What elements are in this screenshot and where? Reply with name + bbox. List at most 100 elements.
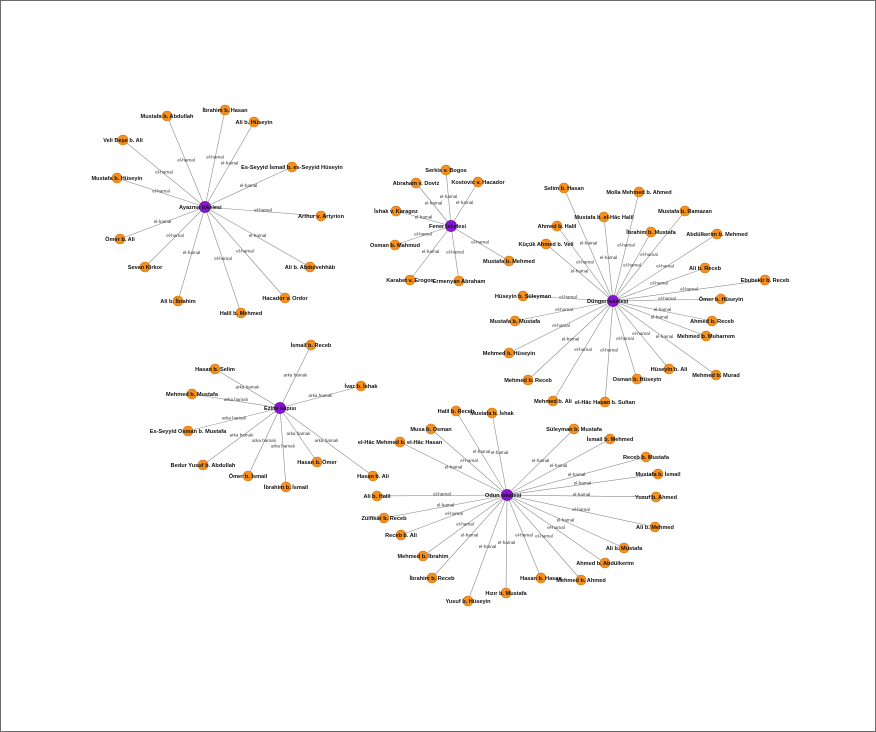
person-node[interactable]	[558, 182, 570, 194]
person-node-label: Ahmed b. Receb	[690, 319, 734, 325]
person-node[interactable]	[209, 363, 221, 375]
person-node[interactable]	[139, 261, 151, 273]
person-node[interactable]	[540, 238, 552, 250]
person-node[interactable]	[715, 293, 727, 305]
person-node[interactable]	[114, 233, 126, 245]
person-node-label: Mehmed b. Mustafa	[166, 392, 219, 398]
person-node[interactable]	[117, 134, 129, 146]
edge	[279, 407, 287, 488]
person-node[interactable]	[390, 205, 402, 217]
person-node[interactable]	[235, 307, 247, 319]
person-node[interactable]	[248, 116, 260, 128]
person-node[interactable]	[547, 395, 559, 407]
person-node[interactable]	[711, 228, 723, 240]
edge-label: arka hamalı	[283, 373, 307, 378]
person-node[interactable]	[535, 572, 547, 584]
edge	[204, 206, 322, 217]
edge-label: el-hamal	[559, 295, 577, 300]
person-node-label: Selim b. Hasan	[544, 186, 584, 192]
person-node[interactable]	[371, 490, 383, 502]
person-node[interactable]	[394, 436, 406, 448]
person-node[interactable]	[503, 255, 515, 267]
person-node[interactable]	[395, 529, 407, 541]
person-node[interactable]	[425, 423, 437, 435]
person-node[interactable]	[663, 363, 675, 375]
person-node[interactable]	[575, 574, 587, 586]
person-node[interactable]	[453, 275, 465, 287]
person-node[interactable]	[280, 481, 292, 493]
person-node[interactable]	[410, 177, 422, 189]
person-node[interactable]	[599, 396, 611, 408]
edge-label: el-hamal	[236, 249, 254, 254]
person-node[interactable]	[219, 104, 231, 116]
location-hub-node[interactable]	[607, 295, 619, 307]
person-node[interactable]	[503, 347, 515, 359]
edge	[505, 494, 508, 594]
person-node[interactable]	[710, 369, 722, 381]
location-hub-node[interactable]	[445, 220, 457, 232]
person-node[interactable]	[679, 205, 691, 217]
person-node[interactable]	[311, 456, 323, 468]
location-hub-node[interactable]	[274, 402, 286, 414]
person-node[interactable]	[389, 239, 401, 251]
edge-label: el-hamal	[547, 525, 565, 530]
person-node[interactable]	[279, 292, 291, 304]
person-node[interactable]	[509, 315, 521, 327]
person-node[interactable]	[599, 557, 611, 569]
person-node[interactable]	[759, 274, 771, 286]
person-node[interactable]	[706, 315, 718, 327]
person-node[interactable]	[286, 161, 298, 173]
edge	[467, 494, 508, 602]
edge	[506, 438, 611, 496]
person-node[interactable]	[197, 459, 209, 471]
person-node[interactable]	[172, 295, 184, 307]
person-node[interactable]	[650, 491, 662, 503]
person-node[interactable]	[649, 521, 661, 533]
person-node[interactable]	[450, 405, 462, 417]
location-hub-node[interactable]	[199, 201, 211, 213]
person-node[interactable]	[472, 176, 484, 188]
person-node[interactable]	[186, 388, 198, 400]
person-node[interactable]	[417, 550, 429, 562]
person-node[interactable]	[522, 374, 534, 386]
person-node[interactable]	[633, 186, 645, 198]
person-node[interactable]	[604, 433, 616, 445]
location-hub-node[interactable]	[501, 489, 513, 501]
person-node[interactable]	[305, 339, 317, 351]
person-node[interactable]	[304, 261, 316, 273]
person-node[interactable]	[111, 172, 123, 184]
person-node[interactable]	[486, 407, 498, 419]
person-node[interactable]	[551, 220, 563, 232]
person-node[interactable]	[404, 274, 416, 286]
person-node[interactable]	[618, 542, 630, 554]
edge-label: el-hamal	[249, 233, 267, 238]
edge-label: el-hamal	[651, 315, 669, 320]
person-node[interactable]	[378, 512, 390, 524]
edge-label: el-hamal	[461, 533, 479, 538]
person-node[interactable]	[699, 262, 711, 274]
person-node[interactable]	[631, 373, 643, 385]
edge	[522, 295, 614, 302]
person-node[interactable]	[568, 423, 580, 435]
person-node[interactable]	[242, 470, 254, 482]
person-node[interactable]	[315, 210, 327, 222]
person-node[interactable]	[367, 470, 379, 482]
person-node[interactable]	[517, 290, 529, 302]
person-node[interactable]	[640, 451, 652, 463]
person-node[interactable]	[652, 468, 664, 480]
edge-label: el-hamal	[568, 472, 586, 477]
person-node[interactable]	[500, 587, 512, 599]
person-node[interactable]	[645, 226, 657, 238]
person-node[interactable]	[355, 380, 367, 392]
person-node[interactable]	[462, 595, 474, 607]
person-node-label: İshak v. Karagoz	[374, 208, 418, 215]
person-node-label: Mehmed b. Murad	[692, 373, 740, 379]
person-node[interactable]	[161, 110, 173, 122]
edge-label: el-hamal	[154, 219, 172, 224]
person-node[interactable]	[440, 164, 452, 176]
person-node[interactable]	[700, 330, 712, 342]
person-node[interactable]	[598, 211, 610, 223]
person-node[interactable]	[426, 572, 438, 584]
edge	[376, 494, 508, 497]
person-node[interactable]	[182, 425, 194, 437]
